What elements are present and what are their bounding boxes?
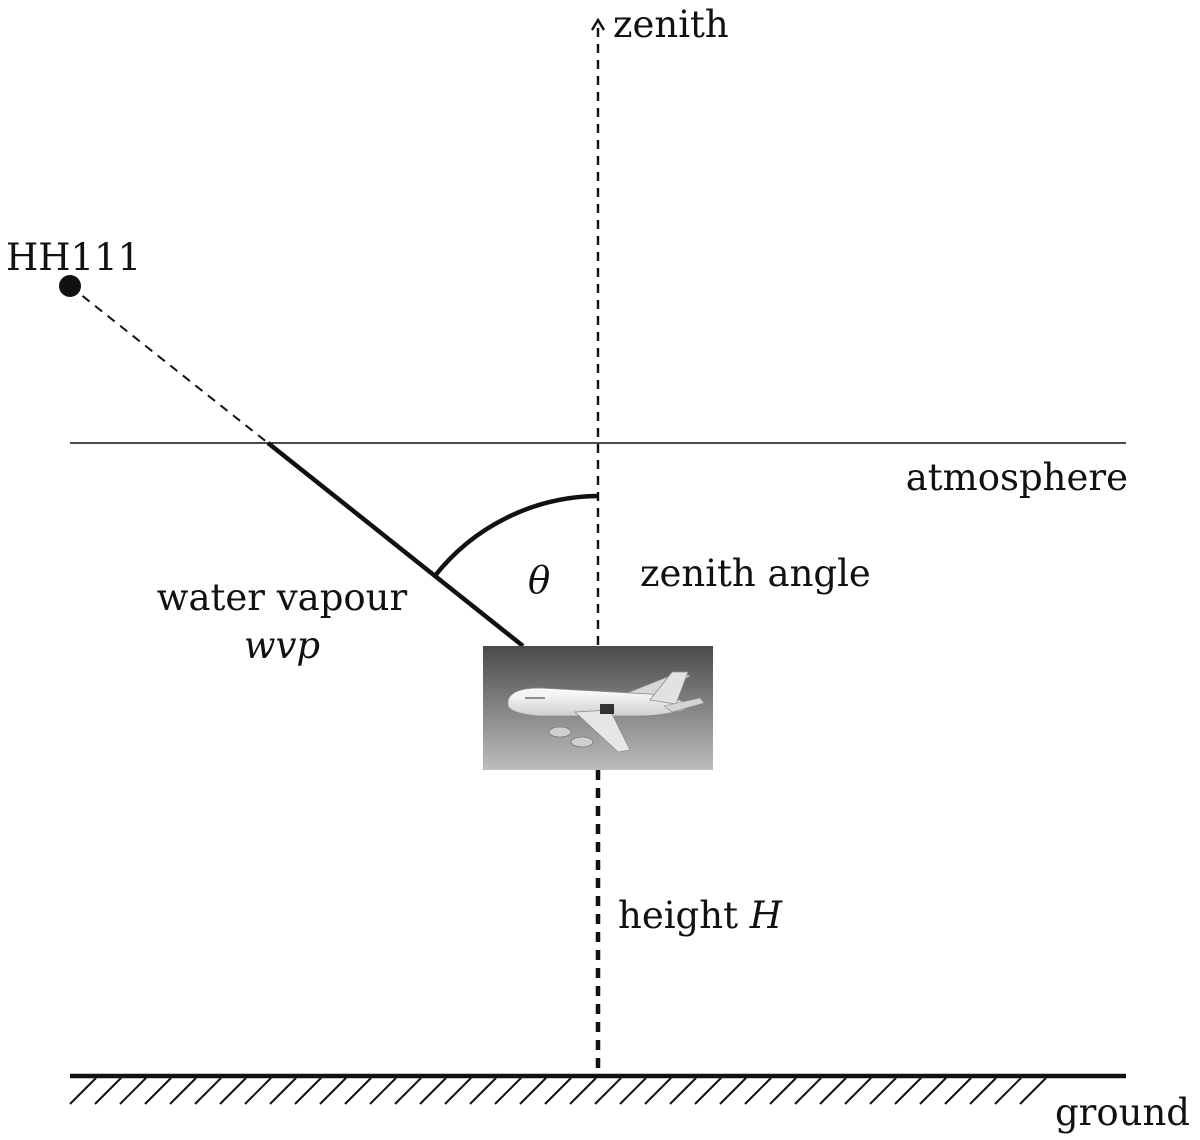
ground-hatch-stroke <box>594 1077 622 1105</box>
ground-hatch-stroke <box>719 1077 747 1105</box>
ground-hatch-stroke <box>419 1077 447 1105</box>
ground-hatch-stroke <box>544 1077 572 1105</box>
zenith-angle-arc <box>432 493 599 579</box>
ground-hatch-stroke <box>769 1077 797 1105</box>
ground-hatch-stroke <box>469 1077 497 1105</box>
ground-hatch-stroke <box>69 1077 97 1105</box>
zenith-label: zenith <box>613 3 729 46</box>
source-label: HH111 <box>6 236 141 279</box>
theta-label: θ <box>528 559 550 602</box>
source-point <box>59 275 81 297</box>
height-label: height H <box>618 894 783 937</box>
ground-hatch-stroke <box>869 1077 897 1105</box>
ground-hatch-stroke <box>844 1077 872 1105</box>
ground-hatch-stroke <box>119 1077 147 1105</box>
ground-hatch-stroke <box>294 1077 322 1105</box>
ground-hatch-stroke <box>944 1077 972 1105</box>
ground-hatch-stroke <box>94 1077 122 1105</box>
ground-hatch-stroke <box>144 1077 172 1105</box>
ground-hatch-stroke <box>669 1077 697 1105</box>
ground-hatch-stroke <box>369 1077 397 1105</box>
aircraft-photo <box>483 646 713 770</box>
ground-hatch-stroke <box>694 1077 722 1105</box>
ground-hatch-stroke <box>744 1077 772 1105</box>
zenith-angle-label: zenith angle <box>640 552 871 595</box>
ground-hatch-stroke <box>1019 1077 1047 1105</box>
height-prefix: height <box>618 894 750 937</box>
ground-hatch-stroke <box>519 1077 547 1105</box>
atmosphere-label: atmosphere <box>906 456 1128 499</box>
water-vapour-label: water vapour <box>157 576 408 619</box>
ground-label: ground <box>1055 1091 1190 1134</box>
ground-hatching <box>69 1077 1047 1105</box>
line-of-sight-solid <box>266 441 525 648</box>
ground-hatch-stroke <box>319 1077 347 1105</box>
ground-hatch-stroke <box>194 1077 222 1105</box>
ground-hatch-stroke <box>494 1077 522 1105</box>
ground-hatch-stroke <box>444 1077 472 1105</box>
ground-hatch-stroke <box>644 1077 672 1105</box>
height-symbol: H <box>749 894 783 937</box>
line-of-sight-dashed <box>69 285 269 444</box>
ground-hatch-stroke <box>394 1077 422 1105</box>
ground-hatch-stroke <box>569 1077 597 1105</box>
ground-hatch-stroke <box>819 1077 847 1105</box>
ground-hatch-stroke <box>969 1077 997 1105</box>
ground-hatch-stroke <box>269 1077 297 1105</box>
ground-hatch-stroke <box>219 1077 247 1105</box>
ground-hatch-stroke <box>244 1077 272 1105</box>
ground-hatch-stroke <box>619 1077 647 1105</box>
ground-hatch-stroke <box>894 1077 922 1105</box>
ground-hatch-stroke <box>344 1077 372 1105</box>
ground-hatch-stroke <box>794 1077 822 1105</box>
wvp-label: wvp <box>244 624 320 667</box>
zenith-arrow-icon <box>590 17 606 31</box>
ground-hatch-stroke <box>994 1077 1022 1105</box>
ground-hatch-stroke <box>169 1077 197 1105</box>
ground-hatch-stroke <box>919 1077 947 1105</box>
